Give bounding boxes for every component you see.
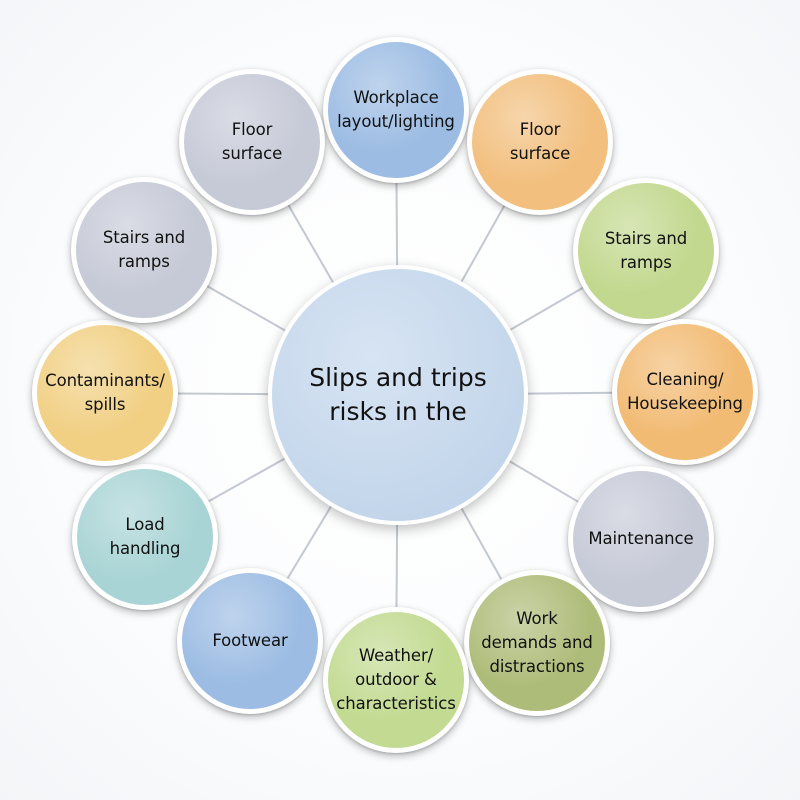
node-label-cleaning-housekeeping: Cleaning/ Housekeeping [627,370,743,413]
node-label-load-handling: Load handling [109,515,181,558]
node-stairs-and-ramps-left: Stairs and ramps [71,177,217,323]
center-hub-label: Slips and trips risks in the [309,363,487,426]
connector-floor-surface-right [460,205,506,283]
node-load-handling: Load handling [72,464,218,610]
node-weather-outdoor-characteristics: Weather/ outdoor & characteristics [323,607,469,753]
connector-load-handling [208,457,286,503]
connector-workplace-layout-lighting [395,182,399,266]
node-contaminants-spills: Contaminants/ spills [32,320,178,466]
connector-weather-outdoor-characteristics [395,524,399,608]
node-floor-surface-right: Floor surface [467,69,613,215]
connector-work-demands-distractions [460,507,503,580]
node-maintenance: Maintenance [568,466,714,612]
node-label-work-demands-distractions: Work demands and distractions [481,609,593,676]
node-cleaning-housekeeping: Cleaning/ Housekeeping [612,319,758,465]
node-label-contaminants-spills: Contaminants/ spills [45,371,165,414]
node-work-demands-distractions: Work demands and distractions [464,570,610,716]
connector-footwear [286,505,332,579]
node-footwear: Footwear [177,568,323,714]
node-label-stairs-and-ramps-right: Stairs and ramps [604,229,688,272]
connector-stairs-and-ramps-left [206,285,286,332]
node-stairs-and-ramps-right: Stairs and ramps [573,178,719,324]
node-label-stairs-and-ramps-left: Stairs and ramps [102,228,186,271]
node-label-maintenance: Maintenance [588,529,694,549]
node-label-weather-outdoor-characteristics: Weather/ outdoor & characteristics [336,646,456,713]
node-label-floor-surface-right: Floor surface [509,120,571,163]
center-hub: Slips and trips risks in the [268,265,528,525]
connector-stairs-and-ramps-right [509,286,584,331]
connector-cleaning-housekeeping [527,391,613,395]
node-floor-surface-left: Floor surface [179,69,325,215]
node-label-floor-surface-left: Floor surface [221,120,283,163]
connector-floor-surface-left [287,204,334,283]
node-label-workplace-layout-lighting: Workplace layout/lighting [337,88,455,131]
connector-contaminants-spills [177,392,269,396]
node-workplace-layout-lighting: Workplace layout/lighting [323,37,469,183]
connector-maintenance [509,460,579,503]
node-label-footwear: Footwear [212,631,288,651]
